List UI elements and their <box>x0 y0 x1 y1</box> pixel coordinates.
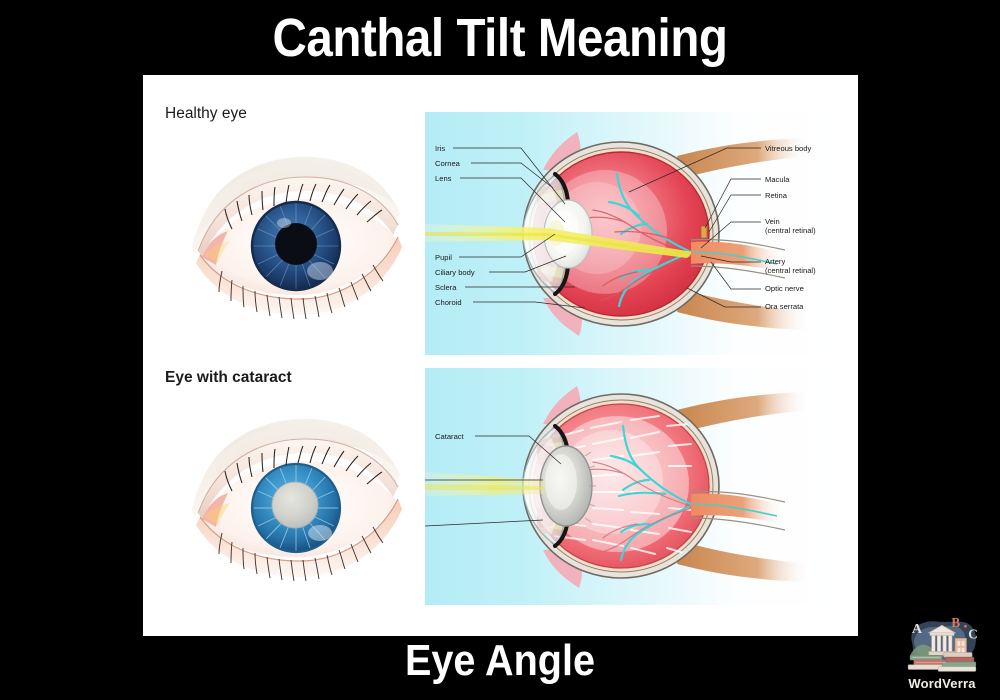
anat-label-artery: Artery <box>765 257 786 266</box>
anat-label-ciliary-body: Ciliary body <box>435 268 475 277</box>
anat-label-vein: Vein <box>765 217 780 226</box>
healthy-eye-cross-section-diagram: Iris Cornea Lens Pupil Ciliary body Scle… <box>425 112 858 355</box>
page-title: Canthal Tilt Meaning <box>272 8 728 68</box>
section-label-cataract-eye: Eye with cataract <box>165 369 292 386</box>
anat-label-macula: Macula <box>765 175 790 184</box>
anat-label-optic-nerve: Optic nerve <box>765 284 804 293</box>
anat-label-vein-sub: (central retinal) <box>765 226 816 235</box>
anat-label-lens: Lens <box>435 174 452 183</box>
anat-label-sclera: Sclera <box>435 283 457 292</box>
anat-label-pupil: Pupil <box>435 253 452 262</box>
anat-label-cornea: Cornea <box>435 159 460 168</box>
page-subtitle: Eye Angle <box>404 636 595 685</box>
logo-brand-text: WordVerra <box>908 676 976 691</box>
healthy-eye-illustration <box>188 143 406 328</box>
anat-label-retina: Retina <box>765 191 787 200</box>
cataract-eye-illustration <box>188 405 406 590</box>
anat-label-cataract: Cataract <box>435 432 464 441</box>
anat-label-iris: Iris <box>435 144 446 153</box>
anat-label-choroid: Choroid <box>435 298 462 307</box>
cataract-eye-cross-section-diagram: Cataract <box>425 368 858 605</box>
anat-label-artery-sub: (central retinal) <box>765 266 816 275</box>
section-label-healthy-eye: Healthy eye <box>165 105 247 122</box>
anat-label-ora-serrata: Ora serrata <box>765 302 804 311</box>
wordverra-logo: A B C WordVerra <box>894 614 990 692</box>
logo-letter-b: B <box>951 615 960 630</box>
anat-label-vitreous-body: Vitreous body <box>765 144 812 153</box>
logo-letter-c: C <box>968 626 978 641</box>
logo-letter-a: A <box>912 621 923 637</box>
content-panel: Healthy eye <box>143 75 858 636</box>
